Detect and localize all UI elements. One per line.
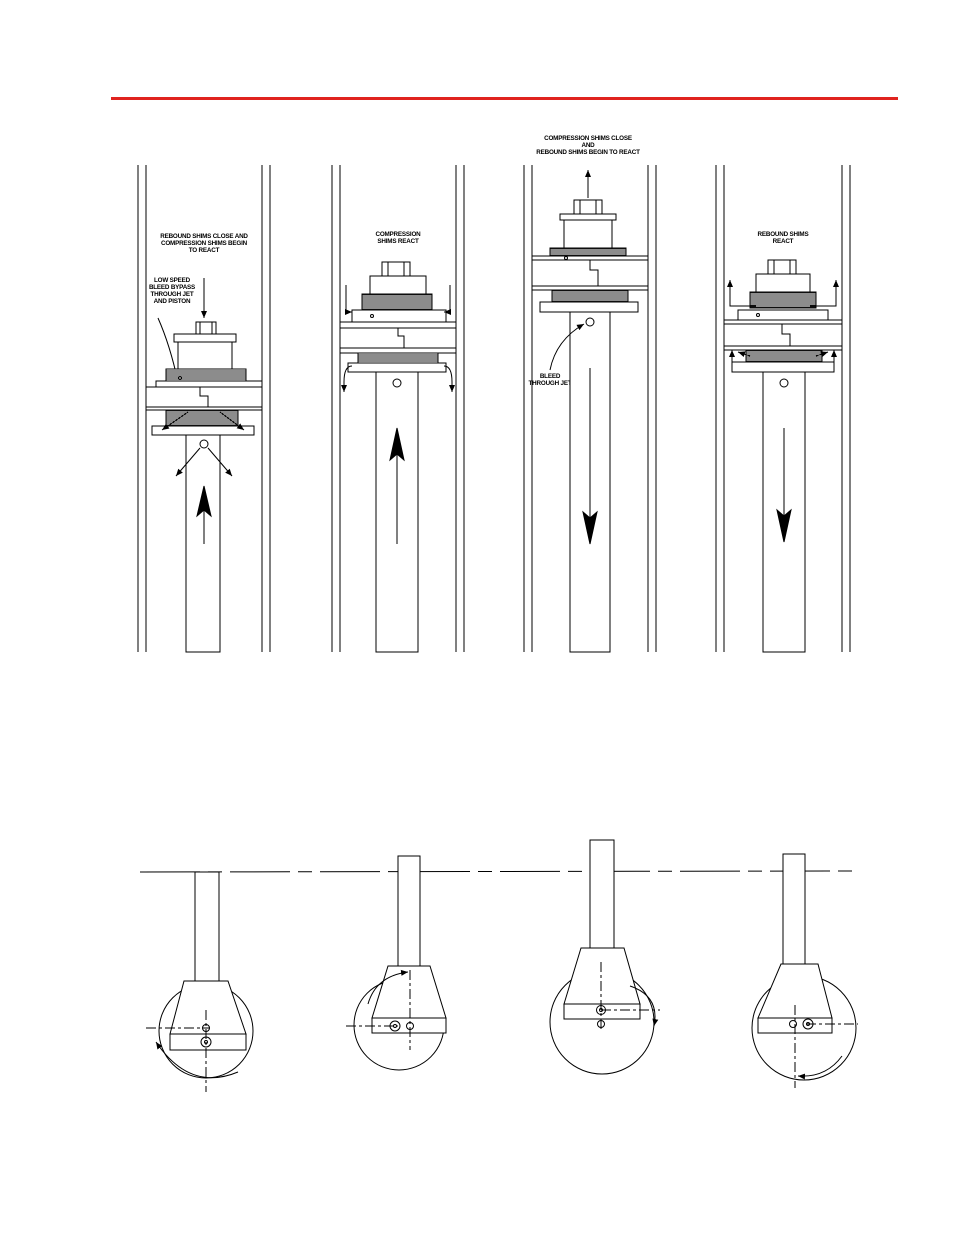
panel-3: COMPRESSION SHIMS CLOSE AND REBOUND SHIM… <box>523 135 657 653</box>
panel-2: COMPRESSION SHIMS REACT <box>331 165 465 653</box>
panel-3-label-line-3: REBOUND SHIMS BEGIN TO REACT <box>536 149 640 156</box>
cylinder-walls <box>715 165 851 652</box>
mount-4 <box>751 853 858 1088</box>
panel-1-label-line-3: TO REACT <box>189 247 220 254</box>
down-arrow-icon <box>776 508 792 543</box>
shaft <box>397 855 421 967</box>
panel-1-label-line-1: REBOUND SHIMS CLOSE AND <box>160 233 248 240</box>
panel-1-note-line-2: BLEED BYPASS <box>149 284 195 291</box>
down-arrow-icon <box>582 510 598 545</box>
shaft <box>194 871 220 983</box>
piston <box>723 323 843 347</box>
bleed-jet <box>585 317 595 327</box>
panel-1-note-line-3: THROUGH JET <box>151 291 194 298</box>
panel-3-note-line-1: BLEED <box>540 373 561 380</box>
panel-1-note-line-1: LOW SPEED <box>154 277 191 284</box>
shaft <box>185 434 221 653</box>
mount-2 <box>346 855 447 1071</box>
shaft <box>782 853 806 965</box>
piston-assembly <box>723 259 843 373</box>
panel-1: REBOUND SHIMS CLOSE AND COMPRESSION SHIM… <box>137 165 271 653</box>
panel-4-label-line-2: REACT <box>773 238 794 245</box>
mount-3 <box>549 839 660 1075</box>
piston-assembly <box>339 261 457 373</box>
panel-3-note-line-2: THROUGH JET <box>529 380 572 387</box>
bleed-jet <box>392 378 402 388</box>
panel-4-label: REBOUND SHIMS REACT <box>758 231 809 245</box>
panel-3-label-line-1: COMPRESSION SHIMS CLOSE <box>544 135 632 142</box>
nut <box>573 199 603 215</box>
nut <box>767 259 797 275</box>
shaft <box>589 839 615 951</box>
panel-1-label-line-2: COMPRESSION SHIMS BEGIN <box>161 240 248 247</box>
panel-2-label-line-1: COMPRESSION <box>375 231 421 238</box>
panel-3-label-line-2: AND <box>581 142 595 149</box>
piston-assembly <box>531 199 649 313</box>
panel-4-label-line-1: REBOUND SHIMS <box>758 231 809 238</box>
up-arrow-icon <box>389 427 405 462</box>
nut <box>195 321 217 335</box>
bleed-jet <box>199 439 209 449</box>
cylinder-walls <box>523 165 657 652</box>
mount-1 <box>146 871 254 1092</box>
panel-1-label: REBOUND SHIMS CLOSE AND COMPRESSION SHIM… <box>149 233 249 305</box>
nut <box>381 261 411 277</box>
bleed-jet <box>779 378 789 388</box>
panel-2-label: COMPRESSION SHIMS REACT <box>375 231 421 245</box>
header-rule <box>111 97 898 100</box>
reference-line <box>139 870 857 873</box>
panel-1-note-line-4: AND PISTON <box>154 298 191 305</box>
piston-assembly <box>145 321 263 436</box>
panel-4: REBOUND SHIMS REACT <box>715 165 851 653</box>
panel-3-label: COMPRESSION SHIMS CLOSE AND REBOUND SHIM… <box>529 135 641 387</box>
piston <box>145 386 263 410</box>
up-arrow-icon <box>196 485 212 518</box>
panel-2-label-line-2: SHIMS REACT <box>377 238 419 245</box>
cylinder-walls <box>331 165 465 652</box>
